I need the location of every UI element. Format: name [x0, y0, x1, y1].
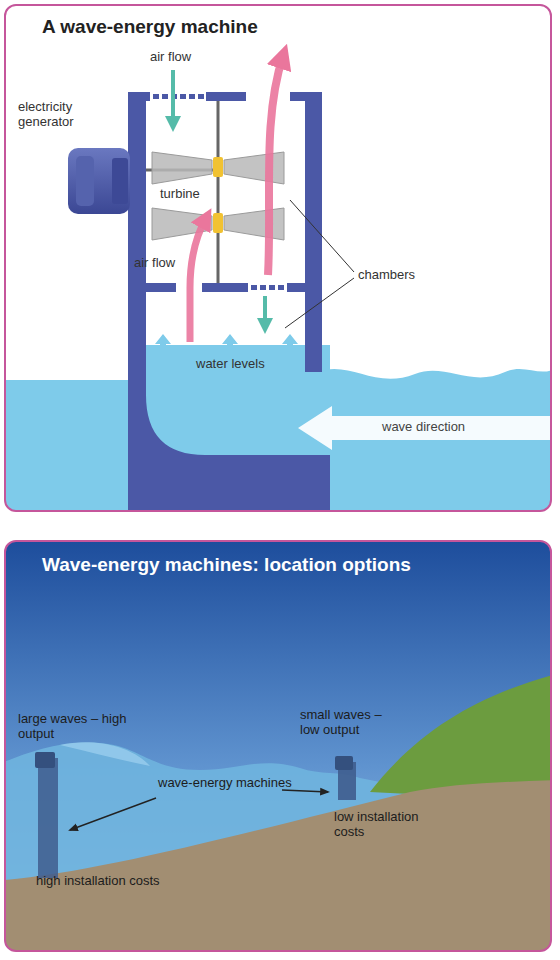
part-label: small waves – low output: [300, 708, 404, 738]
part-label: chambers: [358, 268, 415, 283]
part-label: low installation costs: [334, 810, 452, 840]
part-label: water levels: [196, 357, 265, 372]
part-label: electricity generator: [18, 100, 110, 130]
part-label: wave-energy machines: [158, 776, 292, 791]
part-label: air flow: [150, 50, 191, 65]
panel-title: Wave-energy machines: location options: [42, 554, 411, 576]
part-label: large waves – high output: [18, 712, 130, 742]
part-label: high installation costs: [36, 874, 164, 889]
panel-frame: Wave-energy machines: location options: [4, 540, 552, 952]
panel-title: A wave-energy machine: [42, 16, 258, 38]
panel-frame: A wave-energy machine: [4, 4, 552, 512]
part-label: wave direction: [382, 420, 465, 435]
part-label: air flow: [134, 256, 175, 271]
part-label: turbine: [160, 187, 200, 202]
